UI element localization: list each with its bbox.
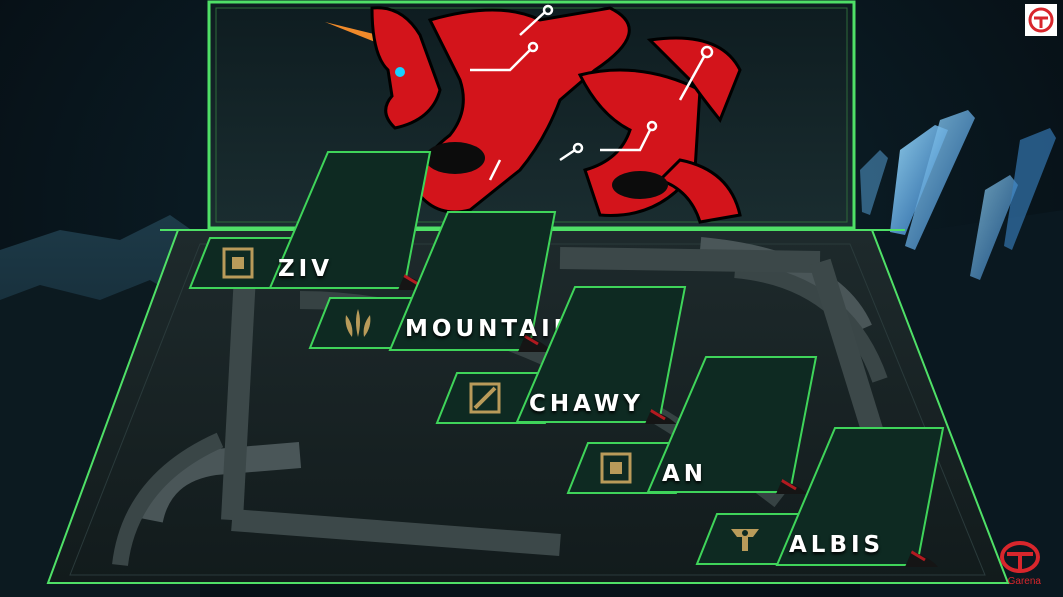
player-name: CHAWY <box>529 391 644 417</box>
red-circuit-unicorn-icon <box>325 4 742 224</box>
mid-lane-role-icon <box>469 382 501 414</box>
bot-lane-role-icon <box>600 452 632 484</box>
player-card-frame <box>695 427 945 567</box>
garena-icon <box>1028 7 1054 33</box>
player-card: ALBIS <box>695 427 945 567</box>
player-name: AN <box>662 461 708 487</box>
player-portrait <box>905 458 943 567</box>
player-card: ZIV <box>188 151 436 290</box>
player-card: MOUNTAIN <box>308 211 573 352</box>
player-card: AN <box>566 356 818 494</box>
player-card-frame <box>566 356 818 494</box>
top-lane-role-icon <box>222 247 254 279</box>
garena-corner-logo <box>1025 4 1057 36</box>
broadcaster-name: Garena <box>1007 576 1041 587</box>
player-card-frame <box>308 211 557 352</box>
player-name: ALBIS <box>789 532 885 558</box>
player-name: ZIV <box>278 256 334 282</box>
jungle-role-icon <box>345 309 371 337</box>
player-card-frame <box>435 286 687 424</box>
player-portrait <box>645 317 683 424</box>
player-name: MOUNTAIN <box>405 316 577 342</box>
player-card: CHAWY <box>435 286 687 424</box>
player-card-frame <box>188 151 436 290</box>
player-portrait <box>776 387 814 494</box>
garena-watermark-icon <box>995 539 1045 585</box>
support-role-icon <box>731 529 759 551</box>
player-portrait <box>398 182 436 290</box>
